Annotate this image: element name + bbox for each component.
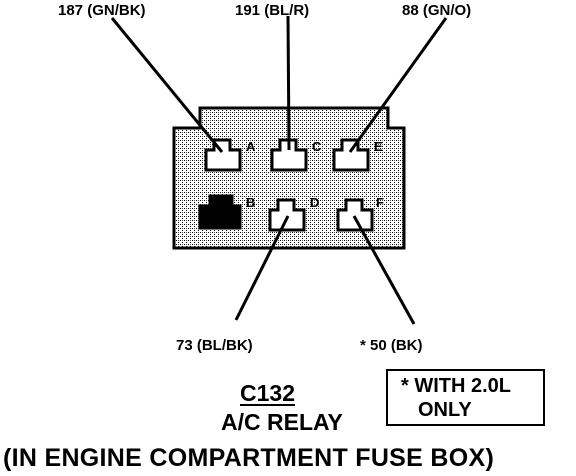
component-location: (IN ENGINE COMPARTMENT FUSE BOX)	[3, 444, 495, 472]
pin-letter-b: B	[246, 195, 255, 210]
wire-label-d: 73 (BL/BK)	[176, 337, 253, 354]
connector-id: C132	[240, 380, 295, 406]
note-line-2: ONLY	[418, 399, 472, 421]
wire-label-f: * 50 (BK)	[360, 337, 423, 354]
wire-label-a: 187 (GN/BK)	[58, 2, 146, 19]
leader-line-a	[110, 17, 224, 153]
terminal-f	[336, 198, 374, 232]
terminal-b	[198, 194, 242, 230]
terminal-c	[270, 138, 308, 172]
leader-line-e	[348, 17, 448, 153]
leader-line-c	[286, 15, 291, 151]
note-line-1: * WITH 2.0L	[401, 375, 512, 397]
pin-letter-e: E	[374, 139, 383, 154]
leader-line-d	[234, 215, 290, 321]
wire-label-e: 88 (GN/O)	[402, 2, 471, 19]
terminal-d	[268, 198, 306, 232]
component-name: A/C RELAY	[221, 409, 343, 435]
leader-line-f	[352, 215, 416, 325]
pin-letter-d: D	[310, 195, 319, 210]
pin-letter-c: C	[312, 139, 322, 154]
wire-label-c: 191 (BL/R)	[235, 2, 309, 19]
pin-letter-a: A	[246, 139, 256, 154]
terminal-a	[204, 138, 242, 172]
pin-letter-f: F	[376, 195, 384, 210]
note-box: * WITH 2.0L ONLY	[386, 369, 545, 426]
